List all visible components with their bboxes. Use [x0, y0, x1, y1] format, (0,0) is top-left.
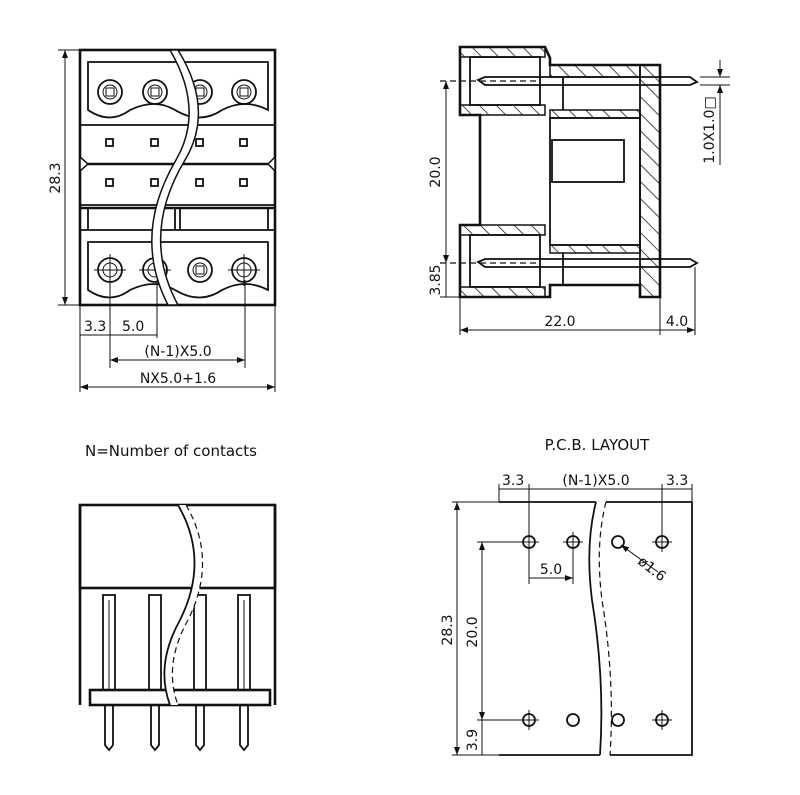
side-pin-offset-dim: 3.85 — [428, 264, 444, 295]
top-terminal-housing — [87, 61, 269, 119]
pcb-pitch-dim: 5.0 — [540, 562, 562, 578]
bottom-view — [78, 503, 277, 752]
contacts-note: N=Number of contacts — [85, 442, 257, 460]
side-view: 20.0 3.85 22.0 4.0 1.0X1.0□ — [428, 45, 730, 335]
front-offset-dim: 3.3 — [84, 319, 106, 335]
front-total-width-dim: NX5.0+1.6 — [140, 371, 216, 387]
side-protrusion-dim: 4.0 — [666, 314, 688, 330]
pcb-span-dim: (N-1)X5.0 — [562, 473, 629, 489]
pcb-bottom-offset-dim: 3.9 — [465, 729, 481, 751]
pcb-row-spacing-dim: 20.0 — [465, 616, 481, 647]
pcb-height-dim: 28.3 — [440, 614, 456, 645]
side-pin-spacing-dim: 20.0 — [428, 156, 444, 187]
break-line — [151, 49, 200, 306]
bottom-screw-row — [94, 254, 260, 286]
lower-pin — [476, 258, 699, 268]
front-span-dim: (N-1)X5.0 — [144, 344, 211, 360]
pcb-layout-title: P.C.B. LAYOUT — [545, 436, 650, 454]
pin-squares — [105, 138, 248, 187]
front-height-dim: 28.3 — [48, 162, 64, 193]
pcb-hole-dia-dim: ø1.6 — [635, 554, 669, 586]
side-body-outline — [458, 45, 662, 299]
side-pin-section-dim: 1.0X1.0□ — [702, 96, 718, 163]
pcb-right-offset-dim: 3.3 — [666, 473, 688, 489]
upper-pin — [476, 76, 699, 86]
front-view: 28.3 3.3 5.0 (N-1)X5.0 NX5.0+1.6 — [48, 48, 277, 392]
front-pitch-dim: 5.0 — [122, 319, 144, 335]
pins — [102, 594, 251, 752]
side-depth-dim: 22.0 — [544, 314, 575, 330]
top-screw-row — [97, 79, 257, 105]
pcb-left-offset-dim: 3.3 — [502, 473, 524, 489]
pcb-layout: 3.3 (N-1)X5.0 3.3 5.0 ø1.6 28.3 20.0 3.9 — [440, 473, 693, 756]
